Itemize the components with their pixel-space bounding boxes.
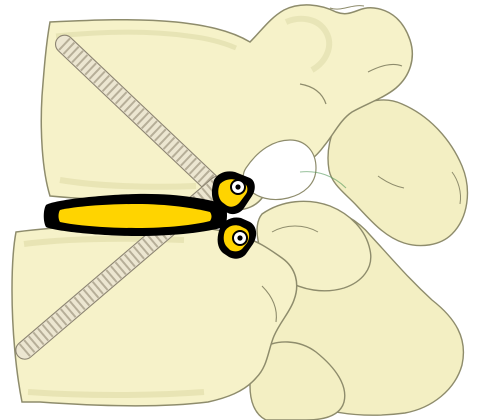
interbody-spacer <box>44 194 227 236</box>
